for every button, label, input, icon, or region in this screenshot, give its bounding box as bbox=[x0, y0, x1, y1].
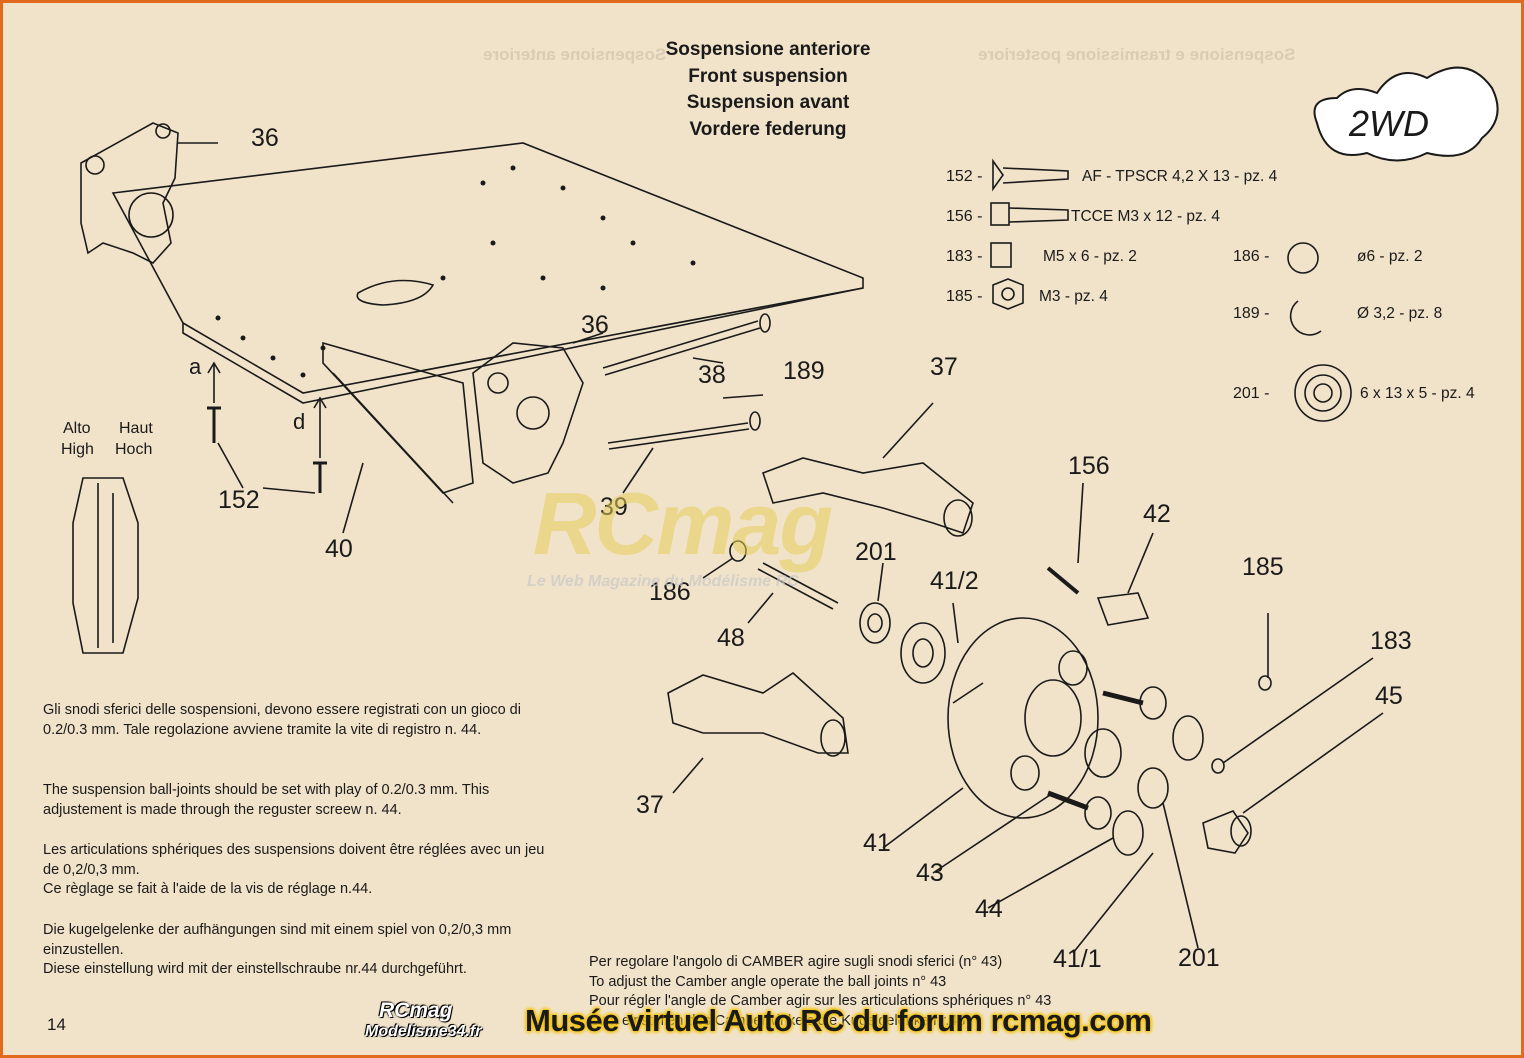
2wd-logo: 2WD bbox=[1307, 43, 1507, 173]
badge-line-1: RCmag bbox=[379, 999, 453, 1022]
museum-banner: Musée virtuel Auto RC du forum rcmag.com bbox=[525, 1003, 1152, 1038]
legend-description: TCCE M3 x 12 - pz. 4 bbox=[1071, 208, 1221, 225]
camber-note-french: Pour régler l'angle de Camber agir sur l… bbox=[589, 993, 1052, 1009]
camber-note-german: Zum einstellen des Camberwinkels die Kug… bbox=[589, 1012, 974, 1029]
legend-description: 6 x 13 x 5 - pz. 4 bbox=[1360, 385, 1475, 402]
part-number-201: 201 bbox=[1178, 944, 1220, 972]
instruction-english: The suspension ball-joints should be set… bbox=[43, 782, 490, 818]
part-number-37: 37 bbox=[636, 791, 664, 819]
height-label-high: High bbox=[61, 441, 94, 458]
legend-code: 152 - bbox=[946, 168, 983, 185]
title-italian: Sospensione anteriore bbox=[665, 39, 871, 60]
part-number-183: 183 bbox=[1370, 627, 1412, 655]
legend-description: M3 - pz. 4 bbox=[1039, 288, 1108, 305]
part-number-40: 40 bbox=[325, 535, 353, 563]
legend-code: 156 - bbox=[946, 208, 983, 225]
part-number-42: 42 bbox=[1143, 500, 1171, 528]
legend-code: 183 - bbox=[946, 248, 983, 265]
part-number-45: 45 bbox=[1375, 682, 1403, 710]
legend-code: 185 - bbox=[946, 288, 983, 305]
page-title: Sospensione anteriore Front suspension S… bbox=[603, 37, 933, 143]
badge-line-2: Modelisme34.fr bbox=[365, 1023, 482, 1040]
part-number-48: 48 bbox=[717, 624, 745, 652]
part-number-41-1: 41/1 bbox=[1053, 945, 1102, 973]
2wd-logo-text: 2WD bbox=[1349, 103, 1429, 144]
legend-description: Ø 3,2 - pz. 8 bbox=[1357, 305, 1443, 322]
legend-description: ø6 - pz. 2 bbox=[1357, 248, 1423, 265]
camber-note: Per regolare l'angolo di CAMBER agire su… bbox=[589, 953, 1149, 1031]
legend-code: 189 - bbox=[1233, 305, 1270, 322]
part-number-186: 186 bbox=[649, 578, 691, 606]
part-number-156: 156 bbox=[1068, 452, 1110, 480]
title-german: Vordere federung bbox=[689, 118, 847, 140]
part-number-37: 37 bbox=[930, 353, 958, 381]
legend-description: M5 x 6 - pz. 2 bbox=[1043, 248, 1137, 265]
part-number-41: 41 bbox=[863, 829, 891, 857]
rcmag-watermark: RCmag Le Web Magazine du Modélisme RC bbox=[527, 473, 1003, 613]
page-number: 14 bbox=[47, 1015, 66, 1034]
height-label-haut: Haut bbox=[119, 420, 153, 437]
part-number-36: 36 bbox=[581, 311, 609, 339]
rcmag-badge: RCmag Modelisme34.fr bbox=[365, 999, 515, 1047]
part-number-44: 44 bbox=[975, 895, 1003, 923]
arrow-letter-a: a bbox=[189, 354, 202, 379]
part-number-43: 43 bbox=[916, 859, 944, 887]
camber-note-english: To adjust the Camber angle operate the b… bbox=[589, 973, 947, 990]
instruction-italian: Gli snodi sferici delle sospensioni, dev… bbox=[43, 702, 521, 738]
part-number-201: 201 bbox=[855, 538, 897, 566]
part-number-41-2: 41/2 bbox=[930, 567, 979, 595]
watermark-logo: RCmag bbox=[533, 474, 833, 573]
legend-code: 201 - bbox=[1233, 385, 1270, 402]
watermark-tagline: Le Web Magazine du Modélisme RC bbox=[527, 573, 799, 590]
height-label-alto: Alto bbox=[63, 420, 91, 437]
legend-code: 186 - bbox=[1233, 248, 1270, 265]
height-label-hoch: Hoch bbox=[115, 441, 153, 458]
part-number-36: 36 bbox=[251, 124, 279, 152]
part-number-189: 189 bbox=[783, 357, 825, 385]
instruction-german: Die kugelgelenke der aufhängungen sind m… bbox=[43, 922, 512, 977]
title-french: Suspension avant bbox=[686, 92, 850, 113]
camber-note-italian: Per regolare l'angolo di CAMBER agire su… bbox=[589, 954, 1003, 970]
part-number-39: 39 bbox=[600, 493, 628, 521]
exploded-view-drawing bbox=[72, 122, 1384, 954]
instruction-french: Les articulations sphériques des suspens… bbox=[43, 842, 545, 897]
arrow-letter-d: d bbox=[293, 409, 306, 434]
title-english: Front suspension bbox=[688, 65, 848, 87]
legend-description: AF - TPSCR 4,2 X 13 - pz. 4 bbox=[1082, 168, 1278, 185]
part-number-152: 152 bbox=[218, 486, 260, 514]
part-number-185: 185 bbox=[1242, 553, 1284, 581]
part-number-38: 38 bbox=[698, 361, 726, 389]
